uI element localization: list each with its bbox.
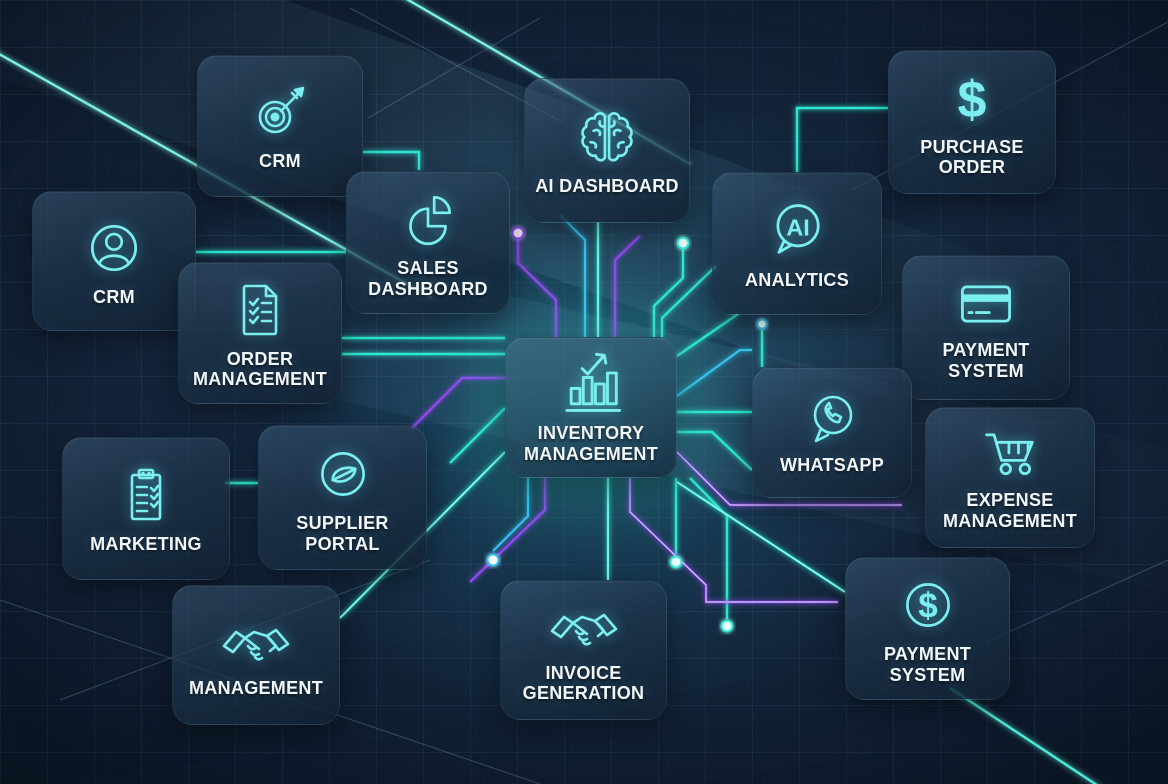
node-purchase-order: $ PURCHASE ORDER xyxy=(888,50,1056,194)
node-label: ANALYTICS xyxy=(744,270,850,291)
node-label: MANAGEMENT xyxy=(189,677,323,698)
node-marketing: MARKETING xyxy=(62,437,230,580)
handshake-icon xyxy=(546,597,622,657)
node-label: SALES DASHBOARD xyxy=(368,258,488,299)
node-label: PURCHASE ORDER xyxy=(920,136,1024,177)
dollar-coin-icon: $ xyxy=(895,572,961,638)
credit-card-icon xyxy=(951,274,1021,334)
node-invoice-generation: INVOICE GENERATION xyxy=(500,580,667,720)
node-sales-dashboard: SALES DASHBOARD xyxy=(346,171,510,314)
target-icon xyxy=(246,81,314,145)
ai-chat-bubble-icon: AI xyxy=(762,196,832,264)
node-label: PAYMENT SYSTEM xyxy=(942,340,1030,381)
handshake-icon xyxy=(218,612,294,672)
svg-text:AI: AI xyxy=(786,215,809,241)
brain-icon xyxy=(572,104,642,170)
node-label: WHATSAPP xyxy=(779,455,885,476)
node-supplier-portal: SUPPLIER PORTAL xyxy=(258,425,427,570)
node-label: SUPPLIER PORTAL xyxy=(296,513,389,554)
node-ai-analytics: AI ANALYTICS xyxy=(712,172,882,315)
svg-text:$: $ xyxy=(918,587,938,626)
node-inventory-management: INVENTORY MANAGEMENT xyxy=(505,337,677,478)
node-payment-system-coin: $ PAYMENT SYSTEM xyxy=(845,557,1010,700)
node-ai-dashboard: AI DASHBOARD xyxy=(524,78,690,223)
node-label: PAYMENT SYSTEM xyxy=(883,644,972,685)
node-expense-management: EXPENSE MANAGEMENT xyxy=(925,407,1095,548)
node-label: EXPENSE MANAGEMENT xyxy=(943,490,1077,531)
node-crm-user: CRM xyxy=(32,191,196,331)
shopping-cart-icon xyxy=(976,424,1044,484)
node-management: MANAGEMENT xyxy=(172,585,340,725)
node-label: ORDER MANAGEMENT xyxy=(193,348,327,389)
node-crm-target: CRM xyxy=(197,55,363,197)
checklist-document-icon xyxy=(228,277,292,343)
node-label: INVOICE GENERATION xyxy=(522,662,645,703)
dollar-icon: $ xyxy=(940,67,1004,131)
node-order-management: ORDER MANAGEMENT xyxy=(178,262,342,404)
node-label: AI DASHBOARD xyxy=(535,176,679,197)
node-label: INVENTORY MANAGEMENT xyxy=(524,423,658,464)
svg-text:$: $ xyxy=(958,71,987,129)
bar-chart-growth-icon xyxy=(555,351,627,417)
node-payment-system-card: PAYMENT SYSTEM xyxy=(902,255,1070,400)
leaf-circle-icon xyxy=(310,441,376,507)
node-label: MARKETING xyxy=(90,534,202,555)
user-icon xyxy=(81,215,147,281)
whatsapp-icon xyxy=(800,389,864,449)
node-label: CRM xyxy=(259,150,301,171)
clipboard-checklist-icon xyxy=(114,462,178,528)
node-whatsapp: WHATSAPP xyxy=(752,367,912,498)
pie-chart-icon xyxy=(395,186,461,252)
node-label: CRM xyxy=(93,286,135,307)
